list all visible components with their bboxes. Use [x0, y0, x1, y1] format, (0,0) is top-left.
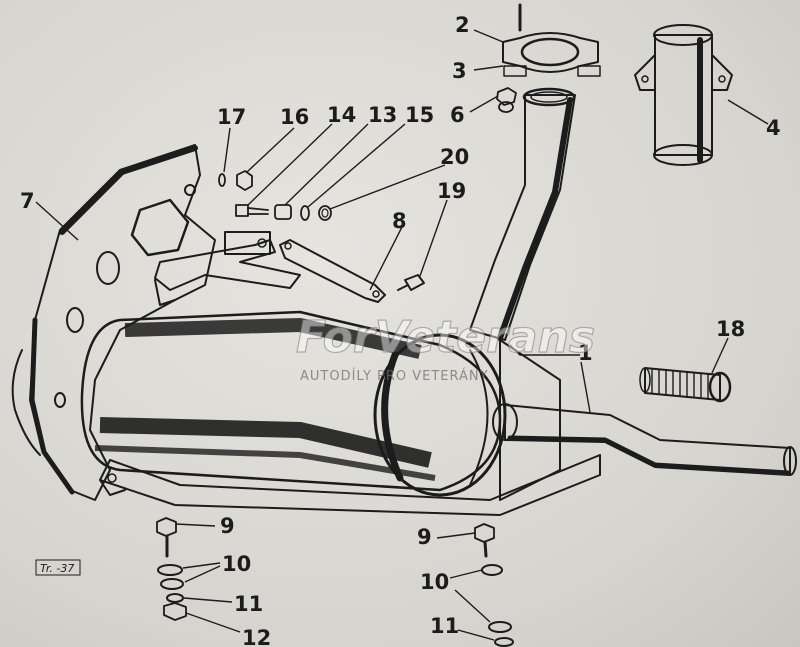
- watermark: ForVeterans AUTODÍLY PRO VETERÁNY: [295, 311, 595, 384]
- heat-shield-plate: [11, 144, 216, 501]
- pipe-clamp: [502, 3, 601, 77]
- label-19: 19: [437, 179, 466, 203]
- bottom-left-fasteners: [156, 517, 187, 621]
- part-number-labels: 2 3 4 6 7 8 1 13 14 15 16 17 18 19 20 9 …: [20, 13, 781, 647]
- figure-reference: Tr. -37: [35, 559, 81, 576]
- mounting-bracket: [154, 231, 301, 306]
- muffler-body: [80, 310, 518, 497]
- small-hardware: [218, 170, 425, 291]
- bottom-right-fasteners: [474, 523, 514, 647]
- leader-lines: [35, 29, 769, 641]
- label-17: 17: [217, 105, 246, 129]
- label-15: 15: [405, 103, 434, 127]
- watermark-tagline: AUTODÍLY PRO VETERÁNY: [300, 368, 489, 384]
- label-13: 13: [368, 103, 397, 127]
- label-18: 18: [716, 317, 745, 341]
- label-11-left: 11: [234, 592, 263, 616]
- label-7: 7: [20, 189, 35, 213]
- nut-part-6: [496, 87, 517, 113]
- label-20: 20: [440, 145, 469, 169]
- label-4: 4: [766, 116, 781, 140]
- label-2: 2: [455, 13, 470, 37]
- tail-pipe: [504, 404, 797, 476]
- label-14: 14: [327, 103, 356, 127]
- watermark-brand: ForVeterans: [296, 312, 595, 363]
- figure-reference-text: Tr. -37: [40, 562, 74, 575]
- label-16: 16: [280, 105, 309, 129]
- label-12: 12: [242, 626, 271, 647]
- label-9-right: 9: [417, 525, 432, 549]
- label-8: 8: [392, 209, 407, 233]
- label-3: 3: [452, 59, 467, 83]
- inlet-pipe: [469, 87, 576, 341]
- strap-part-8: [279, 239, 386, 303]
- threaded-sleeve-part-18: [639, 367, 732, 403]
- label-11-right: 11: [430, 614, 459, 638]
- pipe-section-part-4: [634, 24, 733, 166]
- label-10-left: 10: [222, 552, 251, 576]
- label-9-left: 9: [220, 514, 235, 538]
- label-10-right: 10: [420, 570, 449, 594]
- label-6: 6: [450, 103, 465, 127]
- label-1: 1: [578, 341, 593, 365]
